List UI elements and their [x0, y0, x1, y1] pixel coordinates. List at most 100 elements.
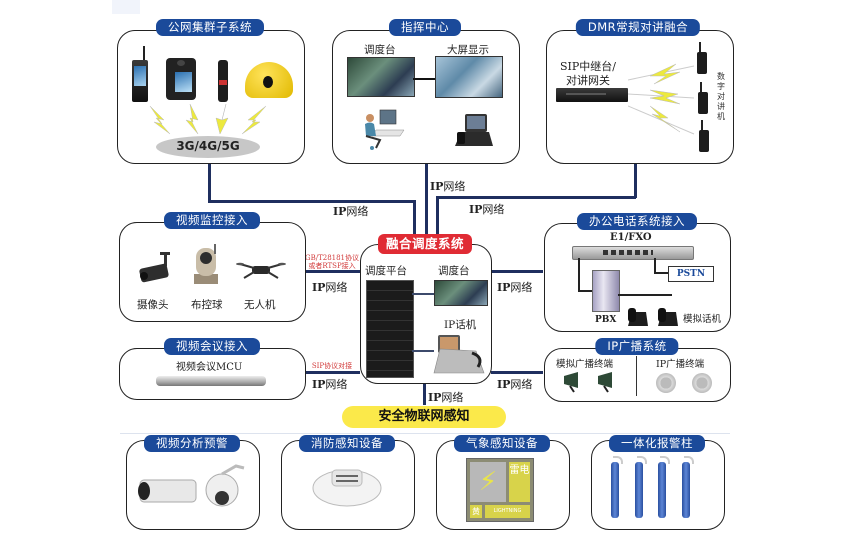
- ip-network-label-dmr: IP网络: [469, 203, 505, 216]
- sip-gateway-label: SIP中继台/ 对讲网关: [560, 60, 616, 87]
- smoke-detector-icon: [312, 469, 382, 507]
- bottom-divider: [120, 433, 730, 434]
- analog-phone-2: [658, 308, 678, 326]
- ip-network-label-broadcast: IP网络: [497, 378, 533, 391]
- alarm-column-1: [611, 456, 623, 518]
- ptz-ball-label: 布控球: [191, 299, 223, 311]
- flashlight-terminal-icon: [218, 60, 228, 102]
- gateway-pstn-link-h: [654, 272, 668, 274]
- operator-workstation-icon: [365, 109, 405, 150]
- alarm-column-4: [682, 456, 694, 518]
- link-public-network-v: [413, 200, 416, 236]
- alarm-column-3: [658, 456, 670, 518]
- drone-icon: [236, 262, 286, 279]
- radio-link-bolts: [628, 63, 695, 135]
- link-video-conference: [305, 371, 360, 374]
- link-iot: [423, 383, 426, 405]
- dmr-title: DMR常规对讲融合: [575, 19, 701, 36]
- analog-phone-label: 模拟话机: [683, 314, 722, 325]
- dispatch-console-screen: [347, 57, 415, 97]
- public-network-title: 公网集群子系统: [156, 19, 264, 36]
- video-analysis-title: 视频分析预警: [144, 435, 240, 452]
- digital-radio-3: [699, 120, 709, 152]
- core-console-screen: [434, 280, 488, 306]
- protocol-gb28181: GB/T28181协议 或者RTSP接入: [304, 254, 360, 270]
- alarm-column-title: 一体化报警柱: [609, 435, 705, 452]
- link-video-surveillance: [305, 270, 360, 273]
- dispatch-server-rack: [366, 280, 414, 378]
- e1-fxo-label: E1/FXO: [610, 232, 652, 243]
- lightning-en-text: LIGHTNING: [485, 505, 530, 518]
- pbx-server: [592, 270, 620, 312]
- drone-label: 无人机: [244, 299, 276, 311]
- link-office-phone: [491, 270, 543, 273]
- broadcast-divider: [636, 356, 637, 396]
- handheld-terminal-icon: [132, 46, 148, 102]
- dispatch-platform-label: 调度平台: [365, 265, 407, 277]
- wireless-bolts: [149, 103, 267, 135]
- e1-fxo-gateway: [572, 246, 694, 260]
- rack-console-link: [412, 293, 434, 295]
- mcu-device: [156, 376, 266, 386]
- ceiling-speaker-2: [692, 373, 712, 393]
- dispatch-console-label: 调度台: [364, 44, 396, 56]
- link-command-center: [425, 163, 428, 236]
- gateway-pbx-link-h: [578, 290, 594, 292]
- link-dmr-v: [436, 196, 439, 236]
- pstn-box: PSTN: [668, 266, 714, 282]
- camera-label: 摄像头: [137, 299, 169, 311]
- ip-network-label-video: IP网络: [312, 281, 348, 294]
- cellular-network-ellipse: [156, 136, 260, 158]
- link-dmr-h: [436, 196, 636, 199]
- link-public-network-h: [208, 200, 415, 203]
- lightning-warning-text: 雷电: [509, 462, 530, 502]
- warning-level: 黄: [470, 505, 482, 518]
- lightning-bolt-icon: ⚡: [470, 462, 506, 502]
- ip-network-label-office: IP网络: [497, 281, 533, 294]
- core-title: 融合调度系统: [378, 234, 473, 254]
- ip-network-label-public: IP网络: [333, 205, 369, 218]
- pbx-phone-link: [618, 294, 672, 296]
- cellular-network-label: 3G/4G/5G: [176, 139, 240, 153]
- ip-broadcast-title: IP广播系统: [595, 338, 679, 355]
- weather-sensor-title: 气象感知设备: [454, 435, 550, 452]
- lightning-warning-sign: ⚡ 雷电 黄 LIGHTNING: [466, 458, 534, 522]
- mcu-label: 视频会议MCU: [176, 362, 243, 373]
- video-conference-panel: [119, 348, 306, 400]
- corner-decoration: [112, 0, 140, 14]
- horn-speaker-2: [598, 372, 612, 393]
- command-center-title: 指挥中心: [389, 19, 461, 36]
- analog-broadcast-label: 模拟广播终端: [556, 359, 614, 370]
- digital-radio-1: [697, 42, 707, 74]
- link-ip-broadcast: [491, 371, 543, 374]
- digital-radio-2: [698, 82, 708, 114]
- ptz-ball-icon: [194, 244, 218, 284]
- analysis-cameras-icon: [138, 464, 245, 507]
- ip-network-label-iot: IP网络: [428, 391, 464, 404]
- alarm-column-2: [635, 456, 647, 518]
- iot-title: 安全物联网感知: [342, 406, 506, 428]
- ceiling-speaker-1: [656, 373, 676, 393]
- gateway-pbx-link: [578, 258, 580, 290]
- gateway-pstn-link: [654, 258, 656, 272]
- video-surveillance-title: 视频监控接入: [164, 212, 260, 229]
- big-screen-label: 大屏显示: [447, 44, 489, 56]
- ip-phone-icon: [433, 335, 485, 374]
- core-console-label: 调度台: [438, 265, 470, 277]
- video-phone-icon: [455, 114, 493, 146]
- body-camera-icon: [166, 58, 196, 100]
- sip-gateway-device: [556, 88, 628, 102]
- smart-helmet-icon: [245, 62, 293, 98]
- ip-network-label-conference: IP网络: [312, 378, 348, 391]
- fire-sensor-title: 消防感知设备: [299, 435, 395, 452]
- ip-phone-label: IP话机: [444, 319, 477, 331]
- video-conference-title: 视频会议接入: [164, 338, 260, 355]
- pbx-label: PBX: [595, 315, 617, 325]
- horn-speaker-1: [564, 372, 578, 393]
- big-screen-display: [435, 56, 503, 98]
- link-dmr: [634, 163, 637, 198]
- link-public-network: [208, 163, 211, 203]
- protocol-sip: SIP协议对接: [311, 362, 353, 370]
- rack-phone-link: [412, 350, 434, 352]
- console-screen-link: [413, 78, 435, 80]
